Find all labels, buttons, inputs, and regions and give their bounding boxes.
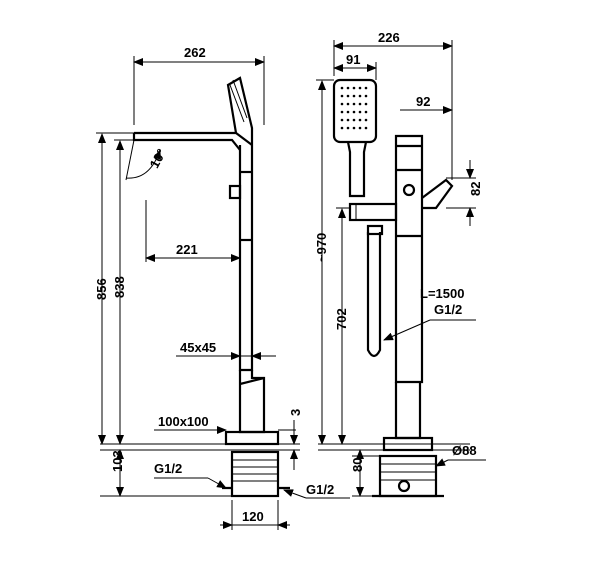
lever-knob xyxy=(228,184,242,200)
hose-length-label: L=1500 xyxy=(420,286,464,301)
dim-970: ~970 xyxy=(314,233,329,262)
dim-702: 702 xyxy=(334,308,349,330)
spray-nozzles xyxy=(340,86,368,130)
dim-221: 221 xyxy=(176,242,198,257)
handshower-handle xyxy=(346,141,368,198)
front-lever xyxy=(421,178,454,210)
dim-838: 838 xyxy=(112,276,127,298)
dim-100x100: 100x100 xyxy=(158,414,209,429)
side-base-plate xyxy=(224,430,280,446)
front-column-outline xyxy=(394,134,424,384)
dim-92: 92 xyxy=(416,94,430,109)
dim-103: 103 xyxy=(110,450,125,472)
dim-91: 91 xyxy=(346,52,360,67)
shower-hose xyxy=(366,232,382,358)
handshower-side xyxy=(229,79,248,123)
dim-262: 262 xyxy=(184,45,206,60)
dim-3: 3 xyxy=(288,409,303,416)
base-inlet xyxy=(397,479,411,493)
dim-80: 80 xyxy=(350,458,365,472)
dim-856: 856 xyxy=(94,278,109,300)
dim-45x45: 45x45 xyxy=(180,340,216,355)
hose-thread-label: G1/2 xyxy=(434,302,462,317)
dim-angle: 10° xyxy=(147,146,169,170)
thread-right-label: G1/2 xyxy=(306,482,334,497)
shower-holder xyxy=(348,202,398,222)
side-column-outline xyxy=(238,145,254,372)
front-lower-pipe xyxy=(394,382,422,440)
dim-120: 120 xyxy=(242,509,264,524)
side-view: 262 10° 221 856 838 45x45 100x100 3 xyxy=(94,45,350,530)
dim-diameter: Ø88 xyxy=(452,443,477,458)
dim-82: 82 xyxy=(468,182,483,196)
front-view: 226 91 92 82 ~970 702 L=1500 G1/2 80 xyxy=(314,30,486,498)
thread-left-label: G1/2 xyxy=(154,461,182,476)
column-head xyxy=(226,76,254,145)
spout-outline xyxy=(132,131,253,151)
handshower-head xyxy=(332,78,378,144)
hose-connector xyxy=(366,224,384,236)
column-dot xyxy=(402,183,416,197)
dim-226: 226 xyxy=(378,30,400,45)
side-lower-pipe xyxy=(238,370,266,434)
